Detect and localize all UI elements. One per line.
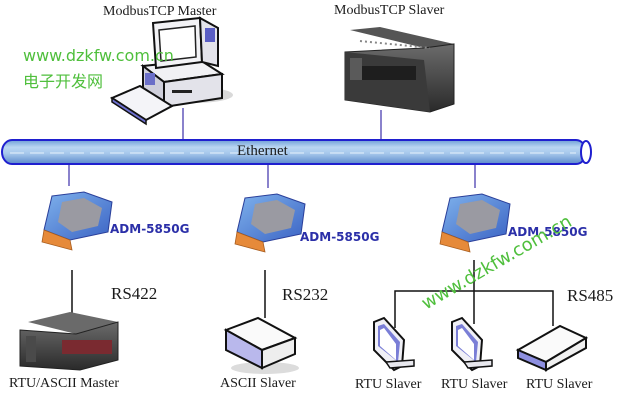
plc-device-icon [344,27,455,113]
node-label-modbustcp-master: ModbusTCP Master [103,4,217,19]
link-label-rs232: RS232 [282,285,329,304]
bus-label-ethernet: Ethernet [237,143,288,159]
node-label-rtu-slaver: RTU Slaver [526,377,593,392]
link-label-rs485: RS485 [567,286,614,305]
box-device-icon [223,316,299,374]
gateway-label: ADM-5850G [110,222,190,236]
node-label-rtu-slaver: RTU Slaver [355,377,422,392]
monitor-icon [373,316,415,372]
ethernet-bus [1,139,592,165]
link-rs485 [394,260,554,328]
watermark-site-name: 电子开发网 [23,72,104,91]
box-device-icon [515,324,589,372]
link-label-rs422: RS422 [111,284,158,303]
watermark-url: www.dzkfw.com.cn [23,46,174,65]
gateway-label: ADM-5850G [508,225,588,239]
desktop-computer-icon [109,16,233,126]
node-label-rtu-slaver: RTU Slaver [441,377,508,392]
node-label-ascii-slaver: ASCII Slaver [220,376,296,391]
plc-device-icon [19,312,119,371]
gateway-module-icon [234,193,306,253]
gateway-module-icon [439,193,511,253]
node-label-modbustcp-slaver: ModbusTCP Slaver [334,3,445,18]
gateway-label: ADM-5850G [300,230,380,244]
monitor-icon [451,316,493,372]
gateway-module-icon [41,191,113,251]
node-label-rtu-ascii-master: RTU/ASCII Master [9,376,119,391]
